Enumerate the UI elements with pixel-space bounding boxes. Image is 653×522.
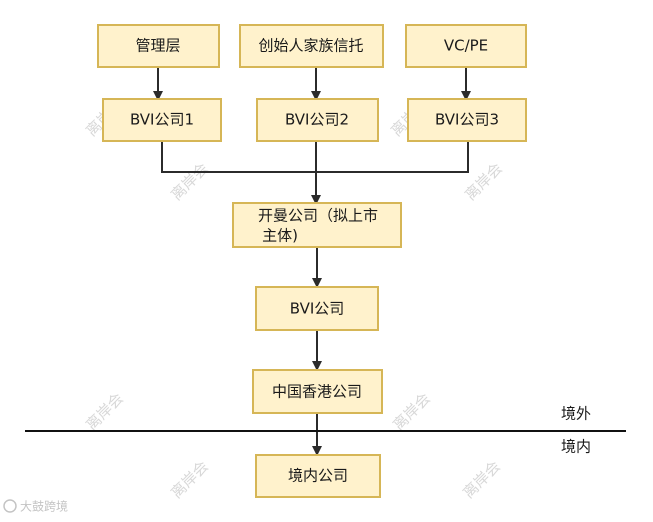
watermark-text: 离岸会 (459, 457, 504, 502)
watermark-text: 离岸会 (82, 389, 127, 434)
watermark-text: 离岸会 (167, 457, 212, 502)
watermark-logo-icon (3, 499, 17, 513)
node-bvi1: BVI公司1 (102, 98, 222, 142)
node-hk: 中国香港公司 (252, 369, 383, 414)
onshore-label: 境内 (561, 438, 591, 456)
node-management-label: 管理层 (135, 37, 180, 55)
node-bvi3-label: BVI公司3 (435, 111, 499, 129)
node-bvi2-label: BVI公司2 (285, 111, 349, 129)
node-cayman-label-line2: 主体) (262, 227, 298, 245)
corner-watermark-text: 大鼓跨境 (20, 499, 68, 514)
node-domestic: 境内公司 (255, 454, 381, 498)
node-bvi2: BVI公司2 (256, 98, 379, 142)
node-domestic-label: 境内公司 (288, 467, 348, 485)
node-bvi-label: BVI公司 (290, 300, 345, 318)
node-vc-pe: VC/PE (405, 24, 527, 68)
node-vc-pe-label: VC/PE (444, 37, 488, 55)
watermark-text: 离岸会 (389, 389, 434, 434)
offshore-label: 境外 (561, 405, 591, 423)
node-founder-trust-label: 创始人家族信托 (258, 37, 363, 55)
node-bvi: BVI公司 (255, 286, 379, 331)
watermark-text: 离岸会 (167, 159, 212, 204)
node-hk-label: 中国香港公司 (272, 383, 362, 401)
node-founder-trust: 创始人家族信托 (239, 24, 384, 68)
node-management: 管理层 (97, 24, 220, 68)
node-bvi1-label: BVI公司1 (130, 111, 194, 129)
corner-watermark: 大鼓跨境 (3, 499, 68, 514)
node-cayman: 开曼公司（拟上市 主体) (232, 202, 402, 248)
edges (153, 67, 471, 456)
node-bvi3: BVI公司3 (407, 98, 527, 142)
node-cayman-label-line1: 开曼公司（拟上市 (258, 207, 378, 225)
